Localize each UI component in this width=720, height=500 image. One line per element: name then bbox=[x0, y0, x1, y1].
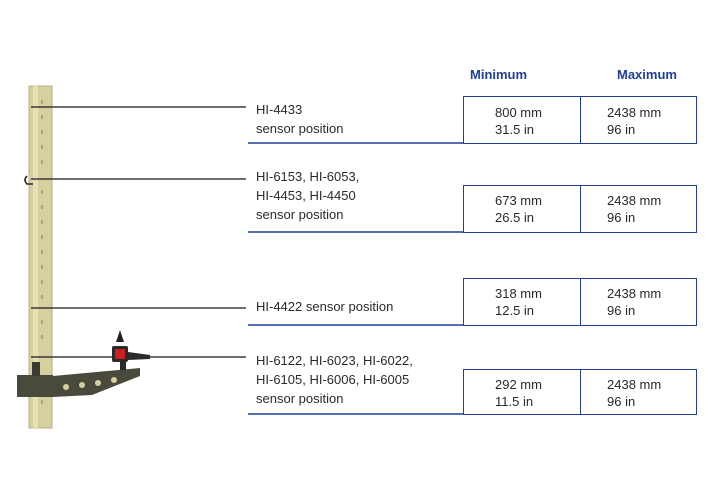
label-line: HI-6122, HI-6023, HI-6022, bbox=[256, 353, 413, 368]
max-in: 96 in bbox=[607, 303, 636, 318]
label-line: sensor position bbox=[256, 121, 344, 136]
sensor-label-row-2: HI-6153, HI-6053, HI-4453, HI-4450 senso… bbox=[256, 167, 359, 224]
pole-clip bbox=[24, 175, 33, 185]
label-line: sensor position bbox=[256, 207, 344, 222]
sensor-head bbox=[112, 330, 150, 370]
max-mm: 2438 mm bbox=[607, 193, 662, 208]
sensor-label-row-1: HI-4433 sensor position bbox=[256, 100, 343, 138]
min-mm: 292 mm bbox=[495, 377, 542, 392]
max-mm: 2438 mm bbox=[607, 377, 662, 392]
max-in: 96 in bbox=[607, 122, 636, 137]
label-line: HI-4453, HI-4450 bbox=[256, 188, 356, 203]
min-mm: 800 mm bbox=[495, 105, 542, 120]
minimum-cell-row-4: 292 mm 11.5 in bbox=[463, 369, 581, 415]
maximum-cell-row-2: 2438 mm 96 in bbox=[580, 185, 697, 233]
label-line: HI-6153, HI-6053, bbox=[256, 169, 360, 184]
sensor-label-row-3: HI-4422 sensor position bbox=[256, 297, 393, 316]
maximum-header: Maximum bbox=[617, 67, 677, 82]
maximum-cell-row-3: 2438 mm 96 in bbox=[580, 278, 697, 326]
min-in: 26.5 in bbox=[495, 210, 535, 225]
max-in: 96 in bbox=[607, 394, 636, 409]
min-mm: 673 mm bbox=[495, 193, 542, 208]
min-in: 12.5 in bbox=[495, 303, 535, 318]
maximum-cell-row-4: 2438 mm 96 in bbox=[580, 369, 697, 415]
sensor-label-row-4: HI-6122, HI-6023, HI-6022, HI-6105, HI-6… bbox=[256, 351, 413, 408]
max-in: 96 in bbox=[607, 210, 636, 225]
label-line: HI-4422 sensor position bbox=[256, 299, 394, 314]
minimum-header: Minimum bbox=[470, 67, 528, 82]
min-in: 11.5 in bbox=[495, 394, 534, 409]
minimum-cell-row-1: 800 mm 31.5 in bbox=[463, 96, 581, 144]
label-line: HI-4433 bbox=[256, 102, 303, 117]
max-mm: 2438 mm bbox=[607, 286, 662, 301]
max-mm: 2438 mm bbox=[607, 105, 662, 120]
label-line: sensor position bbox=[256, 391, 344, 406]
pole-highlight bbox=[33, 86, 38, 428]
min-mm: 318 mm bbox=[495, 286, 542, 301]
mounting-bracket bbox=[17, 362, 140, 397]
maximum-cell-row-1: 2438 mm 96 in bbox=[580, 96, 697, 144]
minimum-cell-row-3: 318 mm 12.5 in bbox=[463, 278, 581, 326]
min-in: 31.5 in bbox=[495, 122, 535, 137]
label-line: HI-6105, HI-6006, HI-6005 bbox=[256, 372, 410, 387]
minimum-cell-row-2: 673 mm 26.5 in bbox=[463, 185, 581, 233]
